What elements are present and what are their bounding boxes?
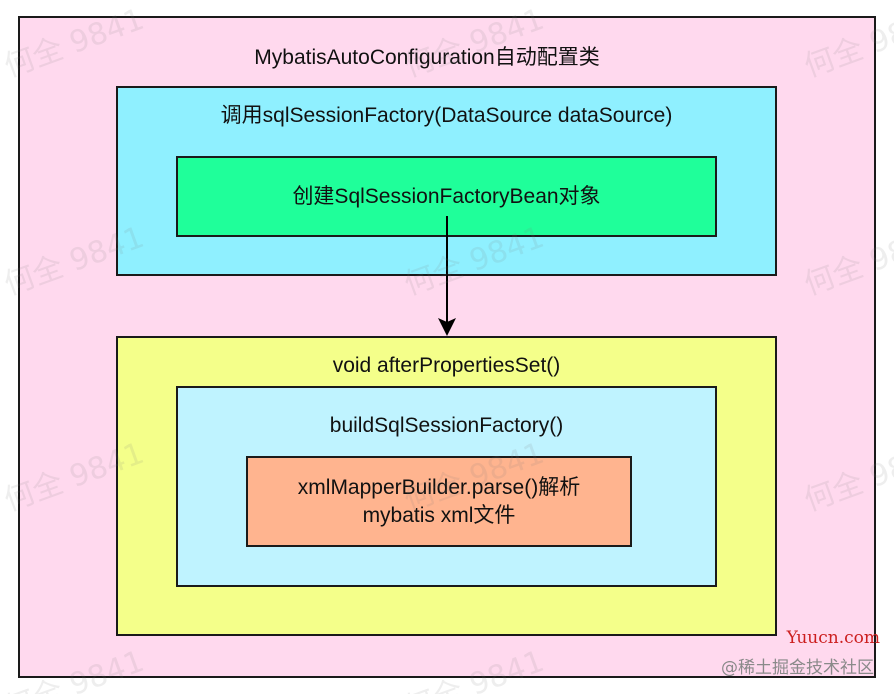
xml-parse-box: xmlMapperBuilder.parse()解析 mybatis xml文件: [246, 456, 632, 547]
session-factory-title: 调用sqlSessionFactory(DataSource dataSourc…: [220, 104, 673, 127]
site-brand-label: Yuucn.com: [786, 628, 880, 648]
xml-parse-line1: xmlMapperBuilder.parse()解析: [297, 475, 581, 499]
source-credit-label: @稀土掘金技术社区: [721, 658, 874, 678]
create-bean-box: 创建SqlSessionFactoryBean对象: [176, 156, 717, 237]
outer-config-title: MybatisAutoConfiguration自动配置类: [254, 46, 600, 69]
xml-parse-label-wrap: xmlMapperBuilder.parse()解析 mybatis xml文件: [248, 458, 630, 545]
xml-parse-line2: mybatis xml文件: [362, 503, 516, 527]
build-factory-title: buildSqlSessionFactory(): [329, 414, 564, 437]
create-bean-label-wrap: 创建SqlSessionFactoryBean对象: [178, 158, 715, 235]
create-bean-label: 创建SqlSessionFactoryBean对象: [292, 184, 601, 208]
after-properties-title: void afterPropertiesSet(): [332, 354, 561, 377]
